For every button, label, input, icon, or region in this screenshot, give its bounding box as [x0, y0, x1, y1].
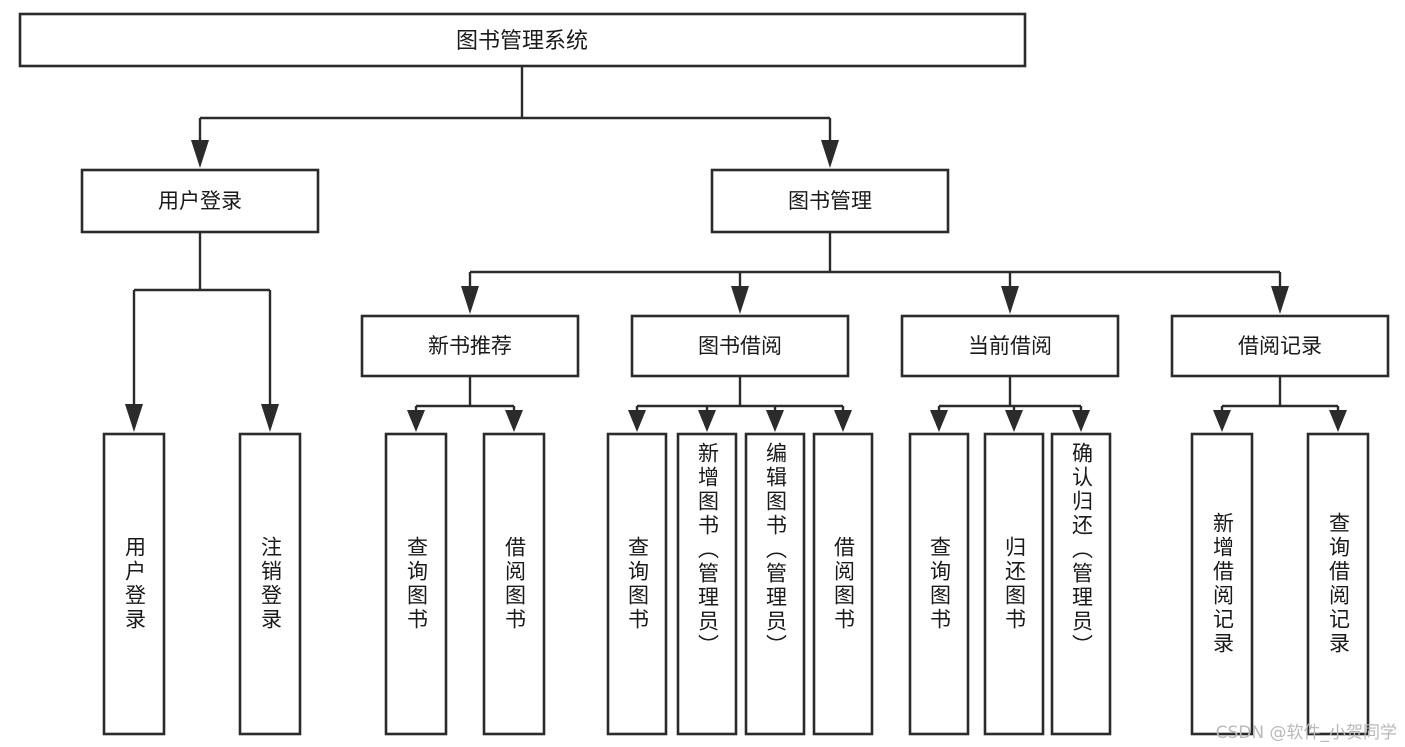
node-user-login-label: 用户登录	[158, 189, 242, 213]
arrowhead-borrow-add	[698, 410, 716, 432]
leaf-box-bb-add-book[interactable]	[676, 432, 738, 736]
leaf-box-cb-confirm[interactable]	[1050, 432, 1112, 736]
node-new-book-recommend-box[interactable]	[360, 314, 580, 378]
node-book-borrow-box[interactable]	[630, 314, 850, 378]
node-borrow-record[interactable]: 借阅记录	[1170, 314, 1390, 378]
arrowhead-borrow-query	[628, 410, 646, 432]
node-layer: 图书管理系统 用户登录 图书管理 新书推荐 图书借阅 当前	[18, 12, 1390, 736]
arrowhead-record-add	[1213, 410, 1231, 432]
node-book-management[interactable]: 图书管理	[710, 168, 950, 234]
arrowhead-book-mgmt	[821, 140, 839, 168]
arrowhead-leaf-user-login	[125, 404, 143, 432]
arrowhead-current-return	[1005, 410, 1023, 432]
node-book-borrow-label: 图书借阅	[698, 334, 782, 358]
arrowhead-leaf-logout	[261, 404, 279, 432]
leaf-box-br-query-record[interactable]	[1306, 432, 1370, 736]
node-book-management-label: 图书管理	[788, 189, 872, 213]
arrowhead-current-query	[930, 410, 948, 432]
node-root[interactable]: 图书管理系统	[18, 12, 1027, 68]
arrowhead-record	[1271, 286, 1289, 314]
leaf-box-bb-edit-book[interactable]	[744, 432, 806, 736]
arrowhead-newbook-borrow	[505, 410, 523, 432]
node-current-borrow-label: 当前借阅	[968, 334, 1052, 358]
node-new-book-recommend-label: 新书推荐	[428, 334, 512, 358]
node-current-borrow[interactable]: 当前借阅	[900, 314, 1120, 378]
arrowhead-current	[1001, 286, 1019, 314]
node-borrow-record-label: 借阅记录	[1238, 334, 1322, 358]
arrowhead-record-query	[1329, 410, 1347, 432]
node-book-management-box[interactable]	[710, 168, 950, 234]
node-user-login[interactable]: 用户登录	[80, 168, 320, 234]
node-new-book-recommend[interactable]: 新书推荐	[360, 314, 580, 378]
leaf-box-cb-return-book[interactable]	[983, 432, 1045, 736]
leaf-box-user-login[interactable]	[102, 432, 166, 736]
connector-layer	[125, 66, 1347, 432]
arrowhead-borrow-edit	[766, 410, 784, 432]
node-borrow-record-box[interactable]	[1170, 314, 1390, 378]
leaf-box-nbr-query-book[interactable]	[384, 432, 448, 736]
leaf-box-bb-query-book[interactable]	[606, 432, 668, 736]
arrowhead-borrow-borrow	[834, 410, 852, 432]
leaf-box-logout[interactable]	[238, 432, 302, 736]
node-root-box[interactable]	[18, 12, 1027, 68]
node-current-borrow-box[interactable]	[900, 314, 1120, 378]
leaf-box-nbr-borrow-book[interactable]	[482, 432, 546, 736]
leaf-box-cb-query-book[interactable]	[908, 432, 970, 736]
arrowhead-user-login	[191, 140, 209, 168]
node-book-borrow[interactable]: 图书借阅	[630, 314, 850, 378]
watermark-text: CSDN @软件_小贺同学	[1215, 723, 1397, 743]
arrowhead-current-confirm	[1072, 410, 1090, 432]
node-user-login-box[interactable]	[80, 168, 320, 234]
arrowhead-borrow	[731, 286, 749, 314]
leaf-box-bb-borrow-book[interactable]	[812, 432, 874, 736]
node-root-label: 图书管理系统	[456, 29, 588, 54]
leaf-box-br-add-record[interactable]	[1190, 432, 1254, 736]
arrowhead-newbook	[461, 286, 479, 314]
arrowhead-newbook-query	[407, 410, 425, 432]
